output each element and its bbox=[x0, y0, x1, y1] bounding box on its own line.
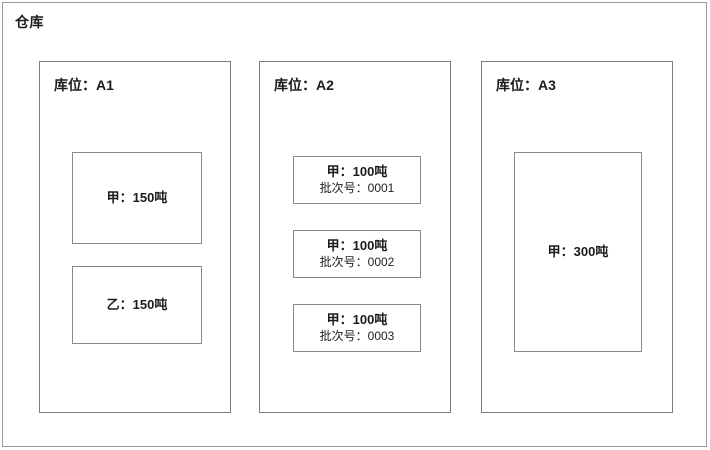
location-column-a2[interactable]: 库位：A2 甲：100吨 批次号：0001 甲：100吨 批次号：0002 甲：… bbox=[259, 61, 451, 413]
goods-quantity-label: 甲：150吨 bbox=[106, 189, 168, 205]
goods-batch-label: 批次号：0003 bbox=[319, 328, 395, 343]
location-column-a3[interactable]: 库位：A3 甲：300吨 bbox=[481, 61, 673, 413]
goods-box[interactable]: 甲：100吨 批次号：0002 bbox=[293, 230, 421, 278]
location-column-a1[interactable]: 库位：A1 甲：150吨 乙：150吨 bbox=[39, 61, 231, 413]
goods-box[interactable]: 甲：100吨 批次号：0003 bbox=[293, 304, 421, 352]
goods-box[interactable]: 甲：100吨 批次号：0001 bbox=[293, 156, 421, 204]
goods-quantity-label: 乙：150吨 bbox=[106, 296, 168, 312]
location-title-a3: 库位：A3 bbox=[496, 77, 556, 93]
goods-box[interactable]: 甲：300吨 bbox=[514, 152, 642, 352]
goods-batch-label: 批次号：0002 bbox=[319, 254, 395, 269]
goods-quantity-label: 甲：100吨 bbox=[326, 237, 388, 253]
warehouse-title: 仓库 bbox=[15, 14, 44, 30]
goods-quantity-label: 甲：300吨 bbox=[547, 243, 609, 259]
goods-batch-label: 批次号：0001 bbox=[319, 180, 395, 195]
location-title-a2: 库位：A2 bbox=[274, 77, 334, 93]
goods-quantity-label: 甲：100吨 bbox=[326, 163, 388, 179]
goods-quantity-label: 甲：100吨 bbox=[326, 311, 388, 327]
location-title-a1: 库位：A1 bbox=[54, 77, 114, 93]
goods-box[interactable]: 甲：150吨 bbox=[72, 152, 202, 244]
goods-box[interactable]: 乙：150吨 bbox=[72, 266, 202, 344]
